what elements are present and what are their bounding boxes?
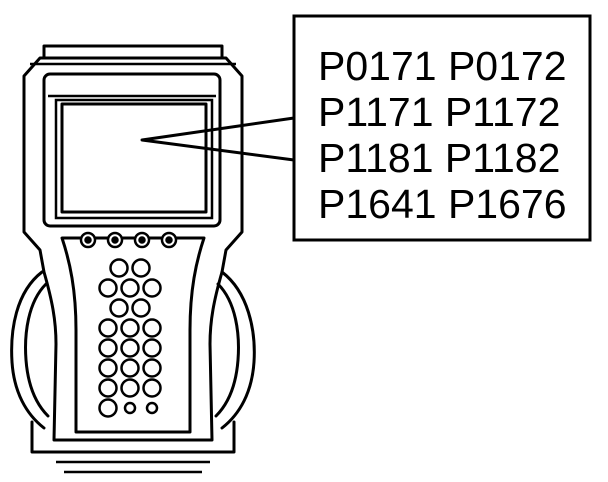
dtc-code-line: P1171 P1172 (318, 89, 560, 135)
keypad-key (142, 378, 162, 398)
keypad-key (142, 278, 162, 298)
keypad-key (131, 298, 151, 318)
dtc-code-line: P0171 P0172 (318, 43, 567, 89)
display-screen-frame (54, 98, 214, 220)
device-top-cap (42, 44, 224, 60)
scan-tool-device (10, 44, 256, 474)
dtc-code-line: P1641 P1676 (318, 181, 567, 227)
keypad-key (142, 358, 162, 378)
keypad-keys (98, 258, 162, 418)
keypad-key (109, 298, 129, 318)
keypad-key (120, 338, 140, 358)
keypad-panel (60, 236, 206, 434)
keypad-key (98, 378, 118, 398)
callout-pointer (140, 116, 296, 162)
top-button-row (79, 231, 178, 249)
keypad-key (120, 278, 140, 298)
display-screen (60, 102, 208, 214)
keypad-key (98, 318, 118, 338)
top-button-center (111, 236, 119, 244)
keypad-key (142, 318, 162, 338)
dtc-code-line: P1181 P1182 (318, 135, 560, 181)
top-button-center (138, 236, 146, 244)
keypad-key (120, 378, 140, 398)
top-button-center (84, 236, 92, 244)
keypad-key (98, 358, 118, 378)
device-bottom-foot (30, 420, 236, 454)
left-handle (10, 270, 46, 430)
keypad-key (131, 258, 151, 278)
keypad-key (109, 258, 129, 278)
top-button-center (165, 236, 173, 244)
right-handle-inner (214, 282, 240, 418)
keypad-key (123, 401, 137, 415)
keypad-key (98, 398, 118, 418)
device-outer-body (22, 56, 244, 442)
left-handle-inner (24, 282, 50, 418)
callout-box (292, 14, 592, 242)
keypad-key (98, 278, 118, 298)
keypad-key (98, 338, 118, 358)
keypad-key (120, 318, 140, 338)
keypad-key (142, 338, 162, 358)
right-handle (220, 270, 256, 430)
keypad-key (145, 401, 159, 415)
dtc-callout: P0171 P0172 P1171 P1172 P1181 P1182 P164… (292, 14, 592, 242)
keypad-key (120, 358, 140, 378)
